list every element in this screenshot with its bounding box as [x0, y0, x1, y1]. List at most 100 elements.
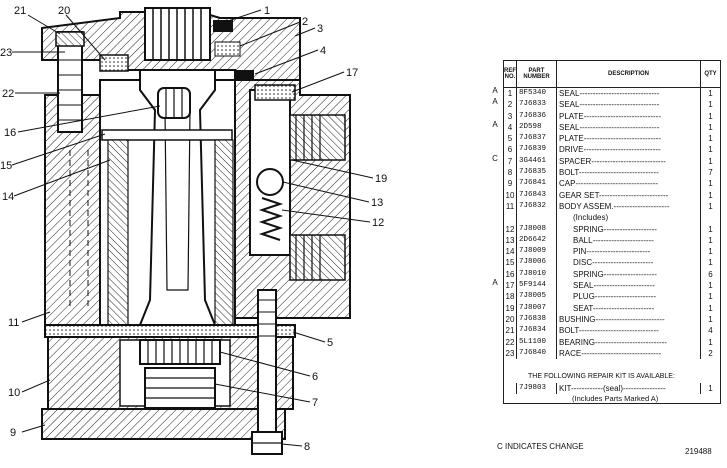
description-cell: PLATE----------------------------- [557, 133, 701, 145]
callout-5: 5 [327, 337, 333, 349]
qty-cell: 2 [708, 348, 713, 358]
ref-cell: 3 [504, 110, 517, 122]
callout-22: 22 [2, 88, 14, 100]
callout-9: 9 [10, 427, 16, 439]
part-number-cell: 2D598 [517, 121, 557, 134]
ref-cell: 1 [504, 88, 517, 100]
qty-cell: 1 [708, 337, 713, 347]
callout-2: 2 [302, 16, 308, 28]
callout-20: 20 [58, 5, 70, 17]
qty-cell: 1 [708, 179, 713, 189]
description-cell: PIN------------------------ [557, 246, 701, 258]
description-cell: BODY ASSEM.--------------------- [557, 200, 701, 213]
part-number-cell: 7J6843 [517, 189, 557, 201]
pump-cross-section: 1 2 3 4 17 19 13 12 5 6 7 8 21 20 23 22 … [0, 5, 387, 455]
callout-23: 23 [0, 47, 12, 59]
qty-cell: 1 [708, 201, 713, 211]
disc [101, 129, 233, 141]
kit-marker: A [492, 278, 498, 288]
ref-cell [504, 212, 517, 224]
description-cell: SPRING-------------------- [557, 268, 701, 281]
part-number-cell: 7J6841 [517, 178, 557, 190]
ref-cell: 23 [504, 347, 517, 360]
description-cell: DISC----------------------- [557, 257, 701, 269]
qty-cell: 1 [708, 122, 713, 132]
bolt-top-left [57, 31, 83, 133]
description-cell: PLATE----------------------------- [557, 110, 701, 122]
kit-desc: KIT------------(seal)---------------- [557, 383, 701, 395]
parts-table-header: REF NO. PART NUMBER DESCRIPTION QTY [504, 61, 720, 88]
qty-cell: 1 [708, 292, 713, 302]
part-number-cell: 7J8009 [517, 246, 557, 258]
end-cap [41, 408, 286, 440]
seal-ring-2 [236, 70, 254, 80]
description-cell: BOLT------------------------------ [557, 167, 701, 179]
ref-cell: 8 [504, 167, 517, 179]
qty-cell: 1 [708, 134, 713, 144]
port-upper [289, 114, 346, 161]
kit-part: 7J9803 [517, 383, 557, 395]
ref-cell: 7 [504, 155, 517, 168]
ref-cell: 2 [504, 99, 517, 111]
description-cell: BOLT------------------------------ [557, 325, 701, 337]
part-number-cell [517, 212, 557, 224]
kit-marker: A [492, 86, 498, 95]
description-cell: SEAL----------------------- [557, 280, 701, 292]
description-cell: SEAL------------------------------ [557, 88, 701, 100]
callout-17: 17 [346, 67, 358, 79]
plate-stripe [214, 41, 241, 57]
callout-3: 3 [317, 23, 323, 35]
part-number-cell: 7J6837 [517, 133, 557, 145]
part-number-cell: 2D6642 [517, 234, 557, 247]
header-qty: QTY [704, 71, 717, 77]
part-number-cell: 7J8005 [517, 291, 557, 303]
ref-cell: 13 [504, 234, 517, 247]
callout-21: 21 [14, 5, 26, 17]
qty-cell: 1 [708, 190, 713, 200]
qty-cell: 1 [708, 281, 713, 291]
ref-cell: 16 [504, 268, 517, 281]
ref-cell: 19 [504, 302, 517, 314]
qty-cell: 1 [708, 235, 713, 245]
qty-cell: 1 [708, 258, 713, 268]
ref-cell: 18 [504, 291, 517, 303]
seal-ring [213, 20, 233, 32]
kit-row: 7J9803 KIT------------(seal)------------… [504, 383, 720, 395]
ref-cell: 10 [504, 189, 517, 201]
kit-marker: A [492, 97, 498, 107]
header-ref: REF NO. [504, 61, 517, 87]
ref-cell: 12 [504, 223, 517, 235]
illustration-number: 219488 [685, 447, 712, 456]
description-cell: (Includes) [557, 212, 701, 224]
ref-cell: 6 [504, 144, 517, 156]
table-row: (Includes) [504, 212, 720, 224]
qty-cell: 1 [708, 247, 713, 257]
qty-cell: 1 [708, 111, 713, 121]
qty-cell: 1 [708, 156, 713, 166]
description-cell: BUSHING-------------------------- [557, 313, 701, 326]
callout-14: 14 [2, 191, 14, 203]
kit-note: (Includes Parts Marked A) [572, 394, 659, 404]
ref-cell: 4 [504, 121, 517, 134]
callout-12: 12 [372, 217, 384, 229]
part-number-cell: 5F9144 [517, 280, 557, 292]
part-number-cell: 3G4461 [517, 155, 557, 168]
description-cell: GEAR SET-------------------------- [557, 189, 701, 201]
ref-cell: 9 [504, 178, 517, 190]
